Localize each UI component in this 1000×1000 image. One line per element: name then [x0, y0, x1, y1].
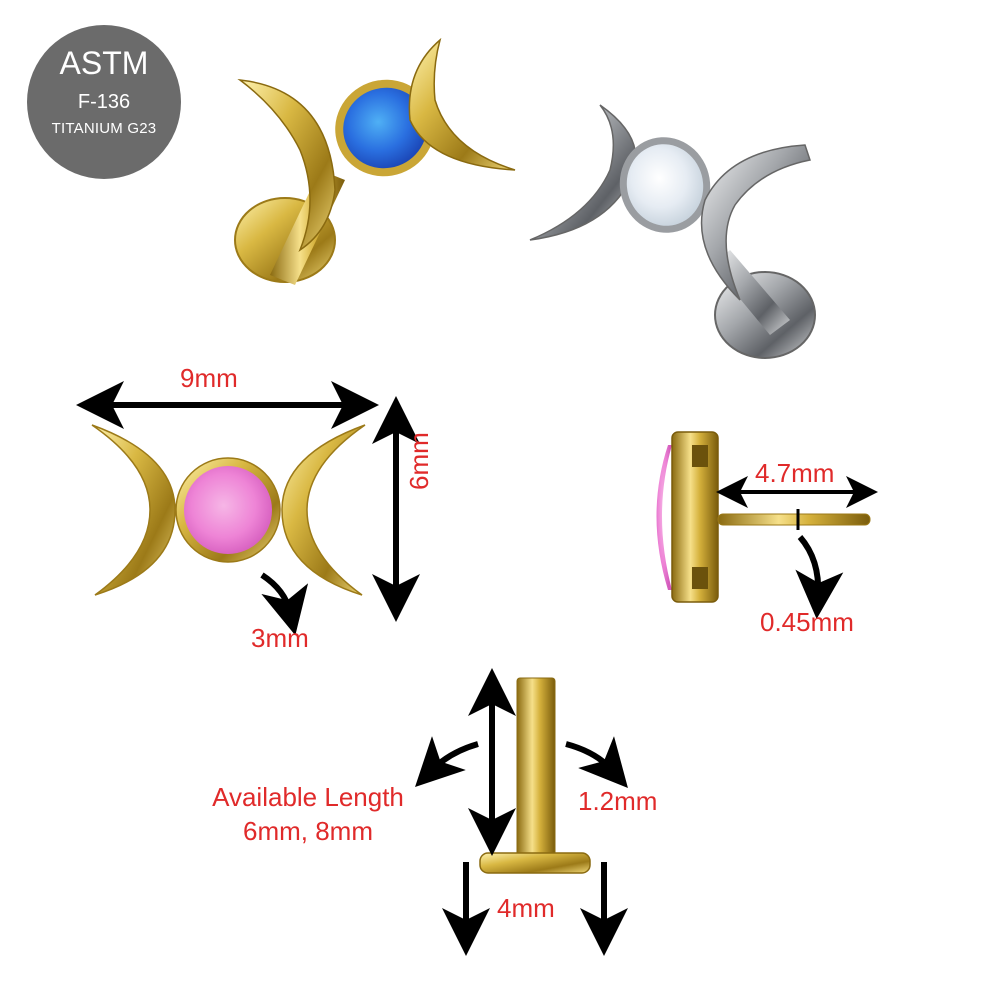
badge-line-1: ASTM: [59, 45, 149, 81]
post-length-label: 4.7mm: [755, 458, 835, 488]
side-view-image: [656, 431, 871, 603]
dimension-arrows: [76, 381, 878, 956]
badge-line-3: TITANIUM G23: [51, 120, 157, 137]
post-gauge-label: 0.45mm: [760, 607, 854, 637]
available-length-title: Available Length: [212, 782, 404, 812]
gold-labret-image: [234, 37, 516, 285]
disc-diameter-label: 4mm: [497, 893, 555, 923]
front-view-image: [91, 424, 366, 596]
available-length-values: 6mm, 8mm: [243, 816, 373, 846]
badge-line-2: F-136: [77, 91, 131, 113]
stone-size-label: 3mm: [251, 623, 309, 653]
labret-post-image: [479, 677, 591, 874]
width-label: 9mm: [180, 363, 238, 393]
silver-labret-image: [529, 104, 816, 359]
height-label: 6mm: [404, 432, 434, 490]
base-gauge-label: 1.2mm: [578, 786, 658, 816]
astm-badge: ASTM F-136 TITANIUM G23: [27, 25, 181, 179]
